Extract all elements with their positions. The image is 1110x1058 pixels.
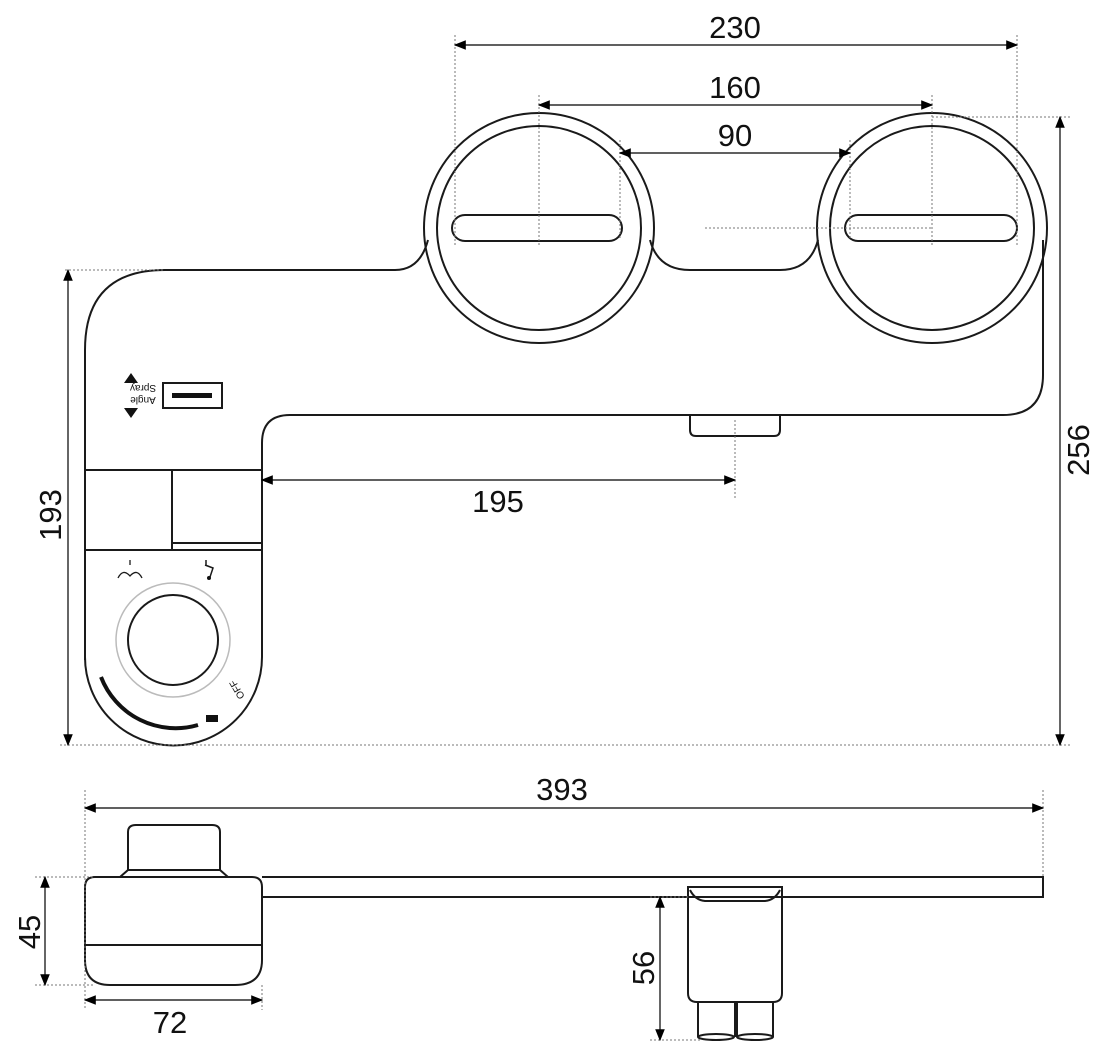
spray-angle-label-1: Spray bbox=[130, 382, 156, 393]
knob-cap bbox=[119, 824, 229, 878]
pressure-knob[interactable] bbox=[127, 594, 219, 686]
spray-angle-slider bbox=[162, 382, 223, 409]
dim-56: 56 bbox=[626, 951, 661, 985]
spray-angle-label-2: Angle bbox=[130, 394, 156, 405]
dim-393: 393 bbox=[536, 772, 588, 807]
dim-195: 195 bbox=[472, 484, 524, 519]
dim-72: 72 bbox=[153, 1005, 187, 1040]
mount-ring-left-inner bbox=[436, 125, 642, 331]
off-label: OFF bbox=[228, 678, 248, 701]
side-dimensions: 393 45 72 56 bbox=[12, 772, 1045, 1042]
wash-mode-icon bbox=[117, 560, 143, 579]
max-pressure-icon bbox=[206, 715, 218, 722]
feminine-mode-icon bbox=[204, 560, 214, 578]
mount-slot-left bbox=[451, 214, 623, 242]
knob-ring bbox=[115, 582, 231, 698]
slider-handle bbox=[172, 393, 212, 398]
dim-90: 90 bbox=[718, 118, 752, 153]
side-view bbox=[84, 824, 1044, 1041]
dim-256: 256 bbox=[1061, 424, 1096, 476]
control-body-side bbox=[84, 876, 263, 986]
spray-angle-arrows-icon bbox=[124, 373, 138, 418]
top-view: Angle Spray OFF bbox=[84, 112, 1048, 747]
hose-connectors bbox=[697, 1002, 774, 1037]
nozzle-side bbox=[687, 886, 783, 1003]
control-panel-dividers bbox=[85, 469, 262, 551]
body-outline bbox=[84, 239, 1044, 747]
dim-193: 193 bbox=[33, 489, 68, 541]
dim-160: 160 bbox=[709, 70, 761, 105]
dim-230: 230 bbox=[709, 10, 761, 45]
top-dimensions: 230 160 90 195 193 256 bbox=[33, 10, 1096, 747]
dim-45: 45 bbox=[12, 915, 47, 949]
arm-side bbox=[262, 876, 1044, 898]
pressure-arc bbox=[99, 676, 199, 731]
